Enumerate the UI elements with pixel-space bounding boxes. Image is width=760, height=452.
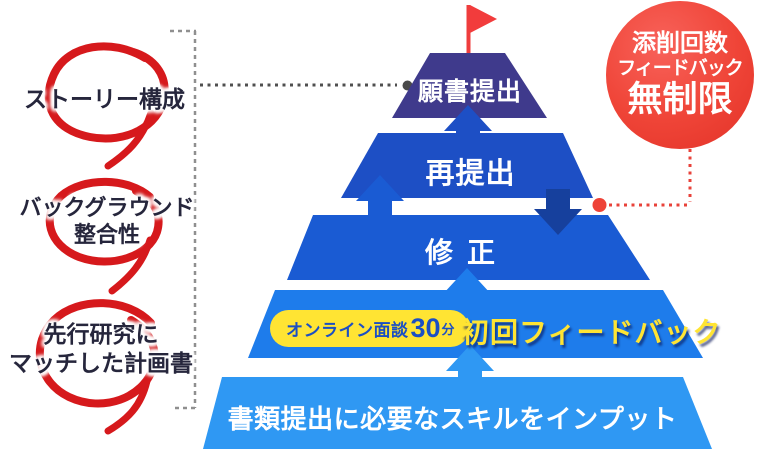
level-1-label: 願書提出 bbox=[417, 78, 522, 106]
level-3-label: 修正 bbox=[424, 237, 509, 268]
level-4-label: 初回フィードバック bbox=[461, 317, 722, 348]
annotation-story-text: ストーリー構成 bbox=[24, 87, 185, 112]
annotation-story: ストーリー構成 bbox=[22, 80, 187, 114]
badge-line-2: フィードバック bbox=[617, 58, 744, 79]
badge-line-3: 無制限 bbox=[627, 80, 733, 119]
pyramid-level-1 bbox=[392, 53, 547, 118]
badge-connector-dotted-line bbox=[608, 149, 692, 207]
unlimited-feedback-badge: 添削回数 フィードバック 無制限 bbox=[606, 1, 754, 149]
brush-circle-research bbox=[35, 299, 159, 435]
pyramid-level-2 bbox=[341, 133, 593, 198]
annotation-research-line1: 先行研究に bbox=[43, 322, 159, 347]
pill-number: 30 bbox=[410, 313, 441, 343]
left-bracket-dashed-line bbox=[170, 29, 197, 410]
brush-circle-story bbox=[44, 42, 169, 170]
brush-circle-background bbox=[45, 177, 163, 295]
up-arrow-icon-l2-to-l1 bbox=[444, 105, 492, 143]
up-arrow-icon-l3-to-l2 bbox=[356, 175, 404, 226]
annotation-background-line1: バックグラウンド bbox=[19, 195, 195, 220]
pill-unit: 分 bbox=[441, 322, 455, 337]
level-2-label: 再提出 bbox=[425, 158, 516, 190]
annotation-background: バックグラウンド 整合性 bbox=[18, 194, 196, 248]
online-meeting-pill: オンライン面談 30 分 bbox=[270, 310, 469, 347]
annotation-background-line2: 整合性 bbox=[73, 222, 140, 247]
down-arrow-icon-l2-to-l3 bbox=[534, 189, 582, 235]
badge-anchor-dot bbox=[592, 198, 607, 212]
up-arrow-icon-l5-to-l4 bbox=[446, 345, 494, 386]
up-arrow-icon-l4-to-l3 bbox=[443, 268, 491, 300]
level-5-label: 書類提出に必要なスキルをインプット bbox=[227, 404, 678, 434]
pill-text: オンライン面談 bbox=[286, 321, 409, 340]
badge-line-1: 添削回数 bbox=[632, 31, 728, 57]
flag-icon bbox=[466, 5, 497, 55]
pyramid-level-5 bbox=[203, 377, 712, 449]
annotation-research-line2: マッチした計画書 bbox=[9, 351, 193, 376]
annotation-research: 先行研究に マッチした計画書 bbox=[2, 320, 200, 378]
